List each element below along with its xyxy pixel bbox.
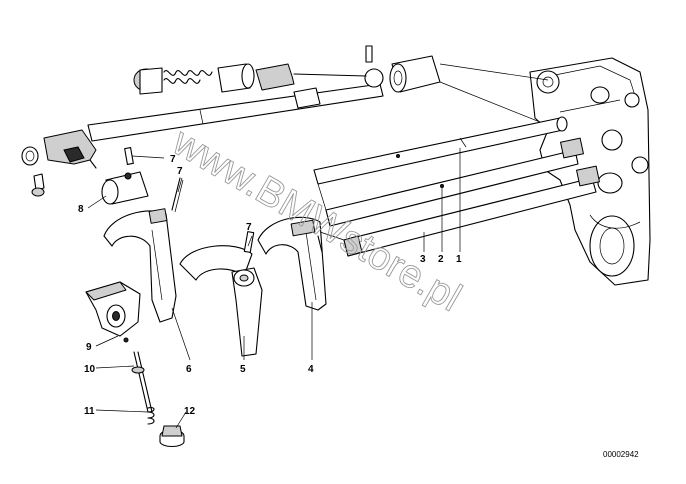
callout-2: 2 — [438, 254, 444, 265]
callout-3: 3 — [420, 254, 426, 265]
shift-fork-part-4 — [257, 216, 327, 311]
plunger-pin-part-10 — [131, 351, 153, 413]
callout-4: 4 — [308, 364, 314, 375]
interlock-block-part-9 — [85, 281, 141, 343]
roll-pin-7-middle — [243, 231, 255, 253]
callout-1: 1 — [456, 254, 462, 265]
spring-part-11 — [147, 407, 155, 425]
shift-fork-part-6 — [103, 208, 177, 323]
roll-pin-7-top — [124, 147, 134, 165]
shift-dog-part-8 — [101, 171, 149, 205]
callout-7-middle: 7 — [246, 222, 252, 233]
callout-12: 12 — [184, 406, 196, 417]
callout-9: 9 — [86, 342, 92, 353]
callout-10: 10 — [84, 364, 96, 375]
callout-7-spring: 7 — [177, 166, 183, 177]
callout-5: 5 — [240, 364, 246, 375]
callout-labels: 1 2 3 4 5 6 7 7 7 8 9 10 11 12 — [78, 154, 462, 417]
document-number: 00002942 — [603, 450, 639, 459]
roll-pin-7-right — [317, 235, 323, 253]
callout-6: 6 — [186, 364, 192, 375]
shift-rail-3 — [319, 165, 600, 257]
shift-rail-2 — [317, 137, 584, 227]
callout-11: 11 — [84, 406, 95, 417]
screw-plug-part-12 — [159, 425, 185, 448]
shift-fork-part-5 — [179, 245, 263, 357]
selector-rod-assembly — [21, 45, 561, 197]
callout-8: 8 — [78, 204, 84, 215]
shift-rail-1 — [313, 116, 568, 185]
callout-7-top: 7 — [170, 154, 176, 165]
leader-lines — [87, 148, 461, 429]
roll-pin-7-spring — [171, 177, 184, 213]
